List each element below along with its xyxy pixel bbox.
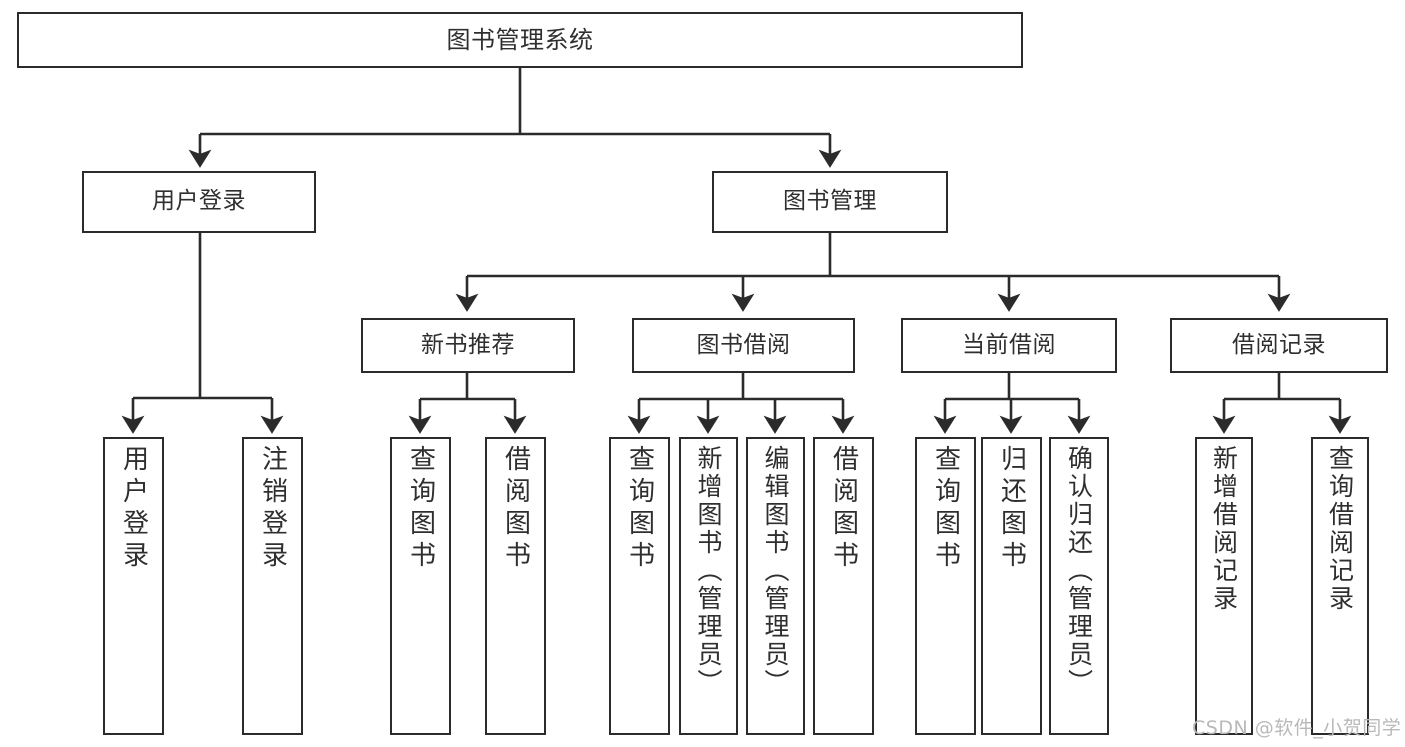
- node-borrow-record-label: 借阅记录: [1232, 331, 1326, 358]
- node-leaf-edit-book[interactable]: 编辑图书（管理员）: [746, 437, 805, 735]
- node-current-borrow[interactable]: 当前借阅: [901, 318, 1117, 373]
- node-book-borrow-label: 图书借阅: [696, 331, 791, 358]
- node-leaf-add-record[interactable]: 新增借阅记录: [1195, 437, 1253, 735]
- node-leaf-query-book-1-label: 查询图书: [405, 445, 436, 573]
- node-leaf-confirm-return[interactable]: 确认归还（管理员）: [1049, 437, 1109, 735]
- node-leaf-query-book-2[interactable]: 查询图书: [609, 437, 670, 735]
- node-leaf-borrow-book-1-label: 借阅图书: [500, 445, 531, 573]
- node-user-login[interactable]: 用户登录: [82, 171, 316, 233]
- node-leaf-add-record-label: 新增借阅记录: [1209, 445, 1239, 613]
- node-leaf-return-book[interactable]: 归还图书: [981, 437, 1042, 735]
- node-user-login-label: 用户登录: [152, 188, 246, 215]
- node-leaf-query-book-3-label: 查询图书: [930, 445, 961, 573]
- node-new-book-recommend-label: 新书推荐: [421, 331, 515, 358]
- node-leaf-confirm-return-label: 确认归还（管理员）: [1064, 445, 1094, 697]
- node-root[interactable]: 图书管理系统: [17, 12, 1023, 68]
- node-current-borrow-label: 当前借阅: [962, 331, 1056, 358]
- watermark-text: CSDN @软件_小贺同学: [1192, 717, 1402, 739]
- node-leaf-add-book-label: 新增图书（管理员）: [694, 445, 723, 697]
- node-leaf-borrow-book-2-label: 借阅图书: [828, 445, 859, 573]
- node-leaf-user-login-label: 用户登录: [118, 445, 149, 573]
- node-leaf-borrow-book-1[interactable]: 借阅图书: [485, 437, 546, 735]
- node-leaf-add-book[interactable]: 新增图书（管理员）: [679, 437, 738, 735]
- node-leaf-query-record-label: 查询借阅记录: [1325, 445, 1355, 613]
- node-book-borrow[interactable]: 图书借阅: [632, 318, 855, 373]
- node-leaf-edit-book-label: 编辑图书（管理员）: [761, 445, 790, 697]
- node-root-label: 图书管理系统: [446, 25, 594, 54]
- node-new-book-recommend[interactable]: 新书推荐: [361, 318, 575, 373]
- node-leaf-logout-label: 注销登录: [257, 445, 288, 573]
- node-book-manage[interactable]: 图书管理: [712, 171, 948, 233]
- node-leaf-user-login[interactable]: 用户登录: [103, 437, 164, 735]
- node-leaf-query-book-2-label: 查询图书: [624, 445, 655, 573]
- node-borrow-record[interactable]: 借阅记录: [1170, 318, 1388, 373]
- node-leaf-query-book-3[interactable]: 查询图书: [915, 437, 976, 735]
- node-book-manage-label: 图书管理: [783, 188, 877, 215]
- node-leaf-return-book-label: 归还图书: [996, 445, 1027, 573]
- node-leaf-borrow-book-2[interactable]: 借阅图书: [813, 437, 874, 735]
- node-leaf-query-book-1[interactable]: 查询图书: [390, 437, 451, 735]
- node-leaf-query-record[interactable]: 查询借阅记录: [1311, 437, 1369, 735]
- node-leaf-logout[interactable]: 注销登录: [242, 437, 303, 735]
